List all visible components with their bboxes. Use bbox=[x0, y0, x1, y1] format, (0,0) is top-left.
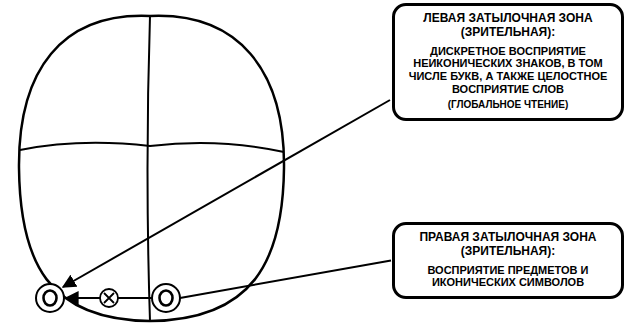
central-sulcus bbox=[20, 143, 284, 152]
zone-heading: ЛЕВАЯ ЗАТЫЛОЧНАЯ ЗОНА (ЗРИТЕЛЬНАЯ): bbox=[403, 12, 613, 40]
link-line bbox=[118, 297, 152, 299]
zone-description: ДИСКРЕТНОЕ ВОСПРИЯТИЕ НЕИКОНИЧЕСКИХ ЗНАК… bbox=[403, 45, 613, 96]
callout-box: ЛЕВАЯ ЗАТЫЛОЧНАЯ ЗОНА (ЗРИТЕЛЬНАЯ): ДИСКР… bbox=[392, 3, 624, 121]
zone-heading: ПРАВАЯ ЗАТЫЛОЧНАЯ ЗОНА (ЗРИТЕЛЬНАЯ): bbox=[403, 231, 613, 259]
brain-outline bbox=[19, 16, 284, 321]
leader-line bbox=[180, 260, 391, 298]
right-occipital-zone bbox=[152, 284, 180, 312]
zone-description: ВОСПРИЯТИЕ ПРЕДМЕТОВ И ИКОНИЧЕСКИХ СИМВО… bbox=[403, 264, 613, 289]
hemisphere-midline bbox=[148, 16, 151, 321]
left-occipital-zone bbox=[36, 284, 64, 312]
link-arrow bbox=[66, 297, 100, 299]
leader-arrow bbox=[63, 100, 390, 287]
blocked-symbol bbox=[100, 289, 118, 307]
zone-note: (ГЛОБАЛЬНОЕ ЧТЕНИЕ) bbox=[403, 99, 613, 111]
callout-box: ПРАВАЯ ЗАТЫЛОЧНАЯ ЗОНА (ЗРИТЕЛЬНАЯ): ВОСП… bbox=[392, 222, 624, 299]
